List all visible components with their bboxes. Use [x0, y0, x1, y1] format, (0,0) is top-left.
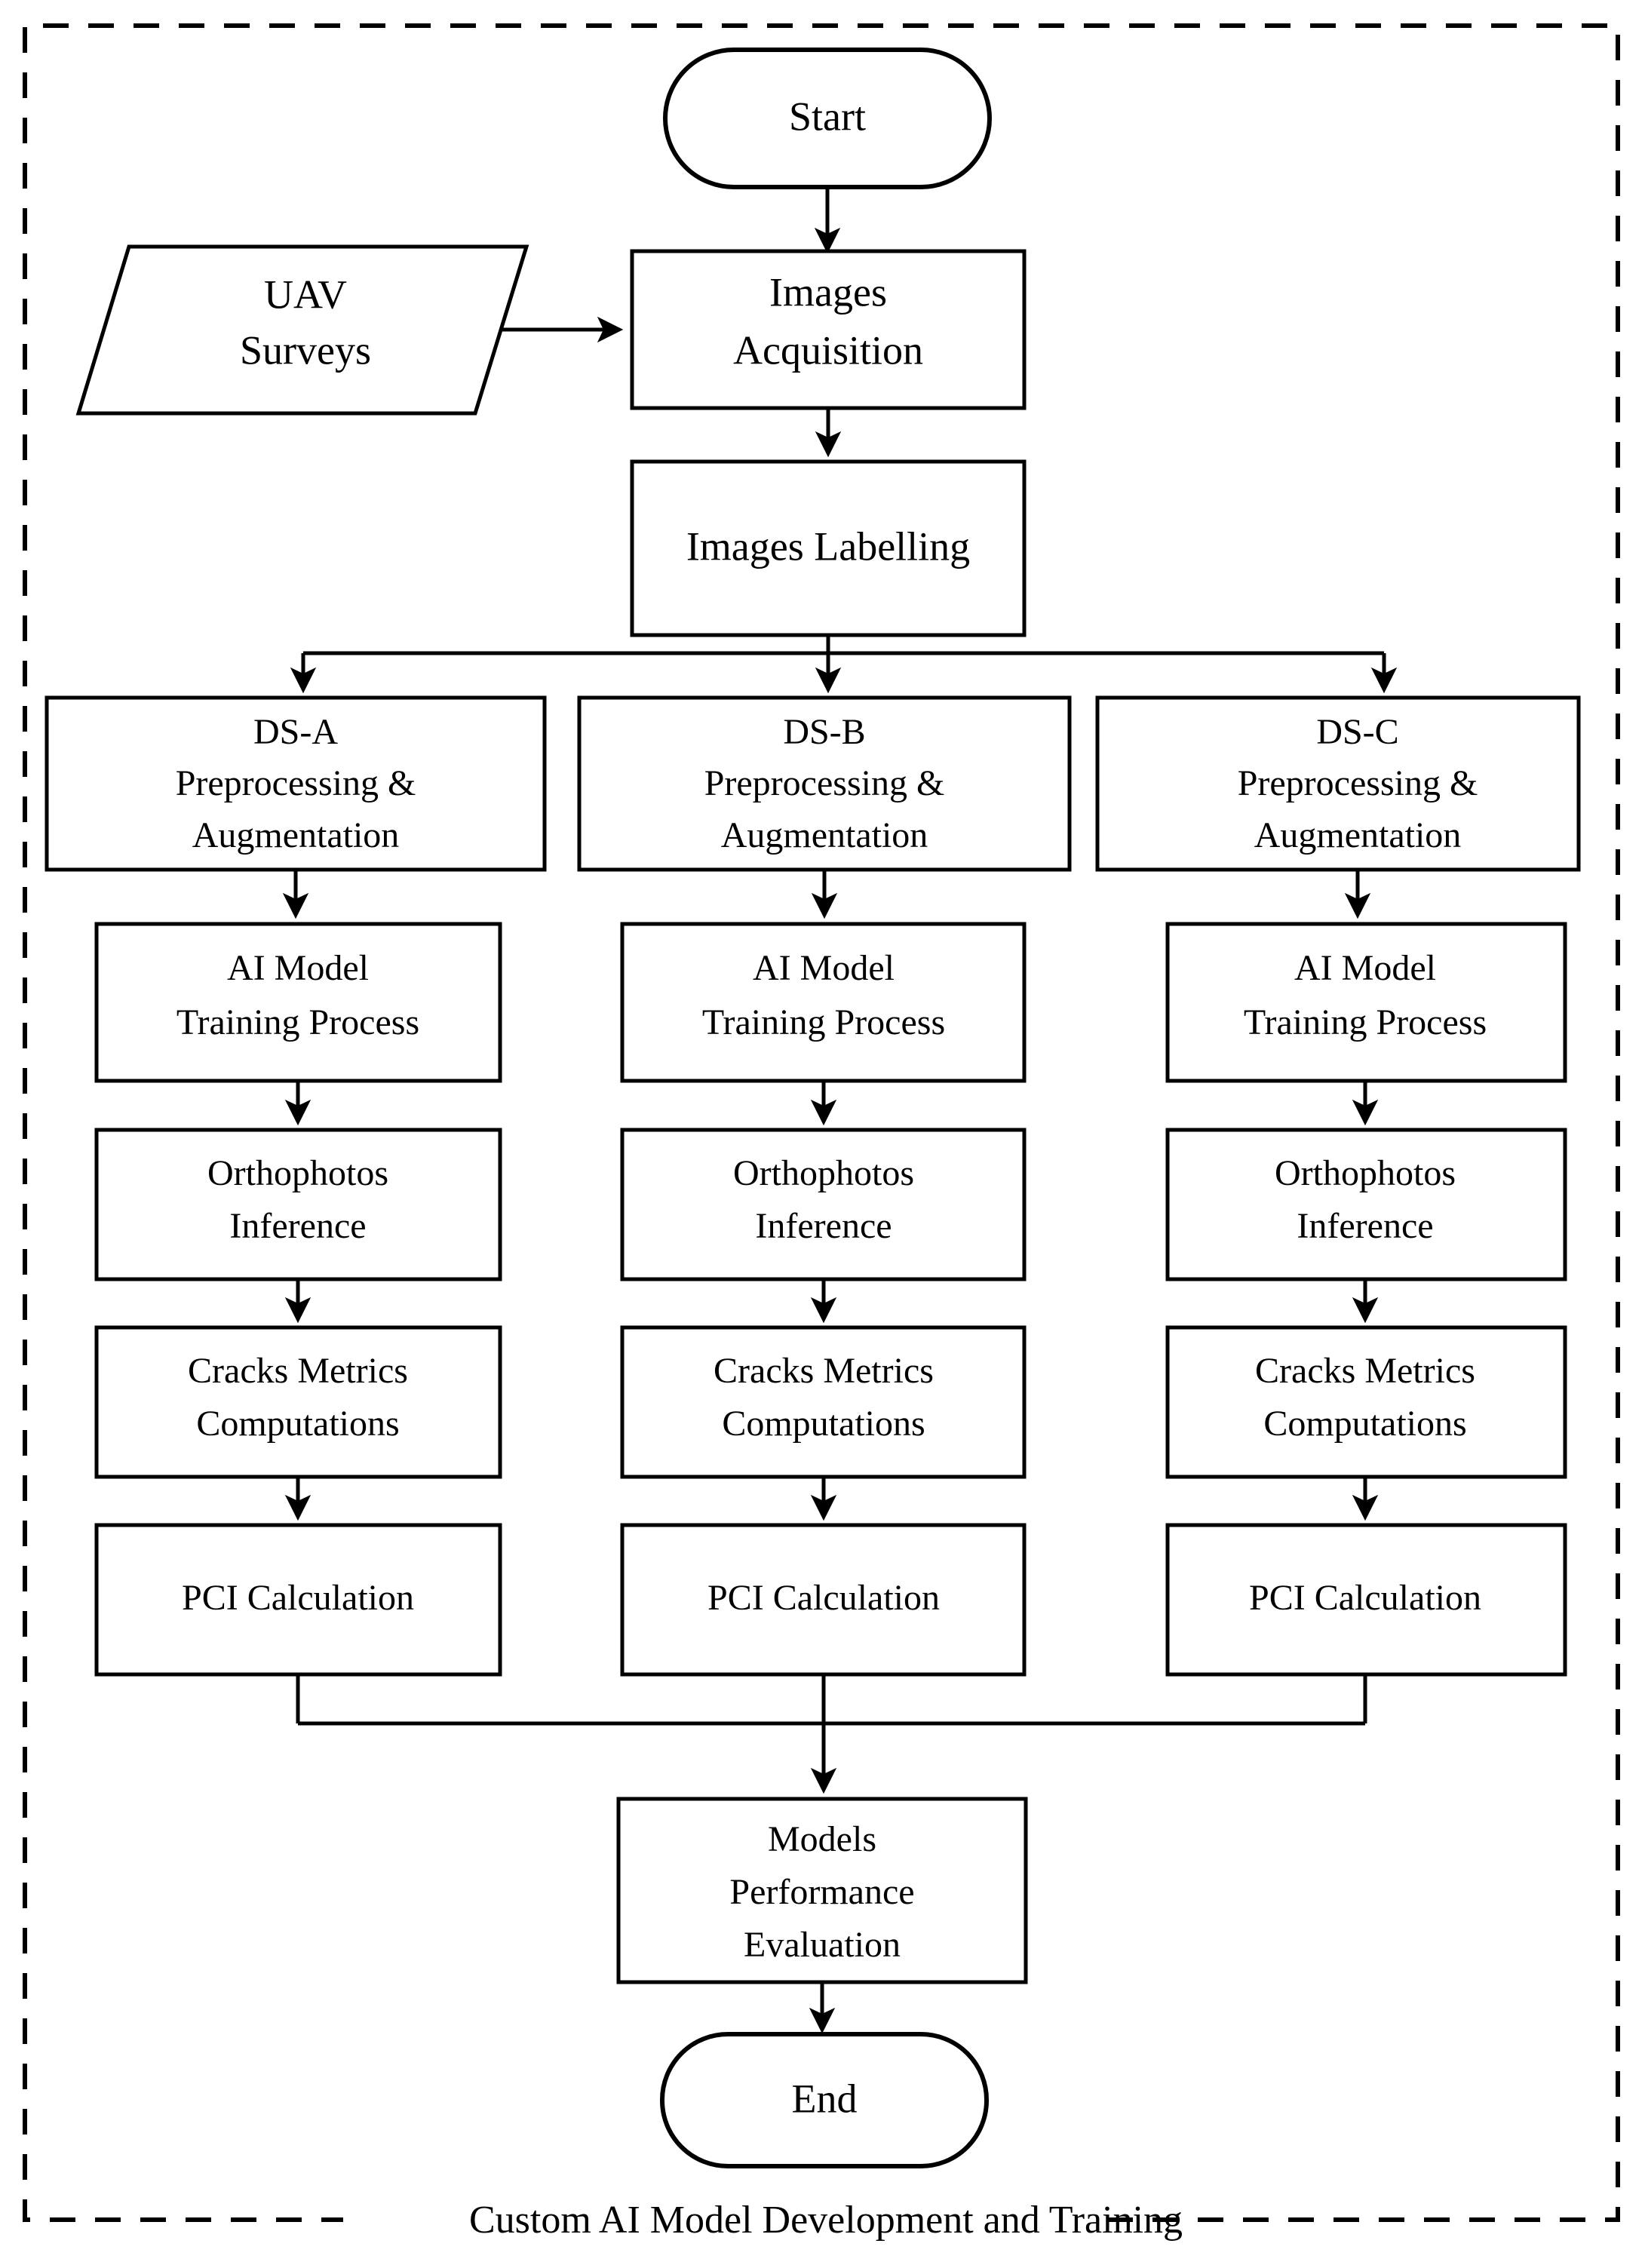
ds-b-pci-shape	[620, 1523, 1027, 1677]
ds-a-step-0-line2: Training Process	[176, 1002, 419, 1042]
merge-bus	[296, 1674, 1367, 1794]
node-ds-a-training[interactable]: AI Model Training Process	[94, 922, 502, 1083]
ds-b-preprocess-line2: Augmentation	[721, 815, 928, 855]
models-evaluation-line1: Models	[768, 1819, 876, 1859]
ds-a-preprocessing-shape	[45, 695, 547, 872]
boundary-caption-label: Custom AI Model Development and Training	[469, 2199, 1183, 2242]
node-ds-b-cracks[interactable]: Cracks Metrics Computations	[620, 1325, 1027, 1479]
ds-b-orthophotos-shape	[620, 1128, 1027, 1281]
ds-a-step-1-line1: Orthophotos	[207, 1153, 388, 1193]
uav-surveys-shape	[75, 244, 529, 416]
ds-c-step-2-line2: Computations	[1263, 1404, 1466, 1444]
ds-a-step-2-line2: Computations	[196, 1404, 399, 1444]
node-start[interactable]: Start	[663, 48, 992, 189]
ds-a-step-2-line1: Cracks Metrics	[188, 1351, 408, 1391]
node-ds-c-preprocessing[interactable]: DS-C Preprocessing & Augmentation	[1095, 695, 1581, 872]
images-acquisition-label-line2: Acquisition	[733, 327, 923, 373]
ds-a-orthophotos-shape	[94, 1128, 502, 1281]
models-evaluation-shape	[616, 1797, 1028, 1984]
ds-b-preprocess-line1: Preprocessing &	[704, 763, 945, 803]
ds-a-preprocess-line2: Augmentation	[192, 815, 400, 855]
ds-b-step-0-line2: Training Process	[702, 1002, 945, 1042]
uav-surveys-label-line1: UAV	[264, 272, 347, 317]
dashed-boundary-frame	[23, 23, 1620, 2222]
column-ds-a: DS-A Preprocessing & Augmentation AI Mod…	[45, 695, 547, 1677]
column-ds-b: DS-B Preprocessing & Augmentation AI Mod…	[577, 695, 1072, 1677]
node-ds-b-training[interactable]: AI Model Training Process	[620, 922, 1027, 1083]
ds-a-step-3-line1: PCI Calculation	[182, 1578, 414, 1618]
node-ds-c-cracks[interactable]: Cracks Metrics Computations	[1165, 1325, 1567, 1479]
ds-b-cracks-shape	[620, 1325, 1027, 1479]
ds-c-step-0-line1: AI Model	[1294, 948, 1436, 988]
node-ds-a-preprocessing[interactable]: DS-A Preprocessing & Augmentation	[45, 695, 547, 872]
ds-c-pci-shape	[1165, 1523, 1567, 1677]
ds-b-preprocessing-shape	[577, 695, 1072, 872]
node-ds-a-cracks[interactable]: Cracks Metrics Computations	[94, 1325, 502, 1479]
ds-b-step-2-line1: Cracks Metrics	[714, 1351, 934, 1391]
ds-b-step-0-line1: AI Model	[753, 948, 895, 988]
ds-a-step-0-line1: AI Model	[227, 948, 369, 988]
node-images-labelling[interactable]: Images Labelling	[630, 459, 1027, 637]
ds-b-step-1-line1: Orthophotos	[733, 1153, 914, 1193]
node-ds-b-preprocessing[interactable]: DS-B Preprocessing & Augmentation	[577, 695, 1072, 872]
ds-c-preprocess-line1: Preprocessing &	[1238, 763, 1478, 803]
node-ds-a-pci[interactable]: PCI Calculation	[94, 1523, 502, 1677]
start-label: Start	[789, 94, 866, 139]
boundary-caption: Custom AI Model Development and Training	[343, 2191, 1183, 2251]
node-ds-c-pci[interactable]: PCI Calculation	[1165, 1523, 1567, 1677]
column-ds-c: DS-C Preprocessing & Augmentation AI Mod…	[1095, 695, 1581, 1677]
ds-b-step-1-line2: Inference	[755, 1206, 892, 1246]
end-shape	[660, 2032, 989, 2168]
images-labelling-shape	[630, 459, 1027, 637]
ds-a-pci-shape	[94, 1523, 502, 1677]
ds-a-preprocess-line1: Preprocessing &	[176, 763, 416, 803]
ds-c-step-3-line1: PCI Calculation	[1249, 1578, 1481, 1618]
ds-c-step-0-line2: Training Process	[1244, 1002, 1487, 1042]
end-label: End	[792, 2076, 858, 2121]
node-ds-c-orthophotos[interactable]: Orthophotos Inference	[1165, 1128, 1567, 1281]
node-end[interactable]: End	[660, 2032, 989, 2168]
node-ds-c-training[interactable]: AI Model Training Process	[1165, 922, 1567, 1083]
caption-backdrop	[343, 2191, 1105, 2251]
ds-c-step-1-line1: Orthophotos	[1275, 1153, 1456, 1193]
ds-c-step-1-line2: Inference	[1297, 1206, 1433, 1246]
node-ds-a-orthophotos[interactable]: Orthophotos Inference	[94, 1128, 502, 1281]
ds-b-training-shape	[620, 922, 1027, 1083]
split-bus	[290, 635, 1398, 694]
ds-c-orthophotos-shape	[1165, 1128, 1567, 1281]
ds-a-cracks-shape	[94, 1325, 502, 1479]
node-images-acquisition[interactable]: Images Acquisition	[630, 249, 1027, 410]
node-ds-b-pci[interactable]: PCI Calculation	[620, 1523, 1027, 1677]
ds-c-dataset-label: DS-C	[1316, 712, 1398, 752]
images-labelling-label: Images Labelling	[686, 523, 970, 569]
models-evaluation-line2: Performance	[729, 1872, 914, 1912]
node-uav-surveys[interactable]: UAV Surveys	[75, 244, 529, 416]
uav-surveys-label-line2: Surveys	[240, 327, 371, 373]
ds-c-preprocessing-shape	[1095, 695, 1581, 872]
images-acquisition-label-line1: Images	[769, 269, 887, 315]
ds-c-cracks-shape	[1165, 1325, 1567, 1479]
ds-b-step-3-line1: PCI Calculation	[707, 1578, 940, 1618]
ds-b-dataset-label: DS-B	[783, 712, 865, 752]
ds-c-training-shape	[1165, 922, 1567, 1083]
node-models-performance-evaluation[interactable]: Models Performance Evaluation	[616, 1797, 1028, 1984]
ds-a-step-1-line2: Inference	[229, 1206, 366, 1246]
models-evaluation-line3: Evaluation	[744, 1925, 901, 1965]
ds-a-training-shape	[94, 922, 502, 1083]
ds-c-preprocess-line2: Augmentation	[1254, 815, 1462, 855]
node-ds-b-orthophotos[interactable]: Orthophotos Inference	[620, 1128, 1027, 1281]
ds-c-step-2-line1: Cracks Metrics	[1255, 1351, 1475, 1391]
ds-a-dataset-label: DS-A	[253, 712, 338, 752]
ds-b-step-2-line2: Computations	[722, 1404, 925, 1444]
